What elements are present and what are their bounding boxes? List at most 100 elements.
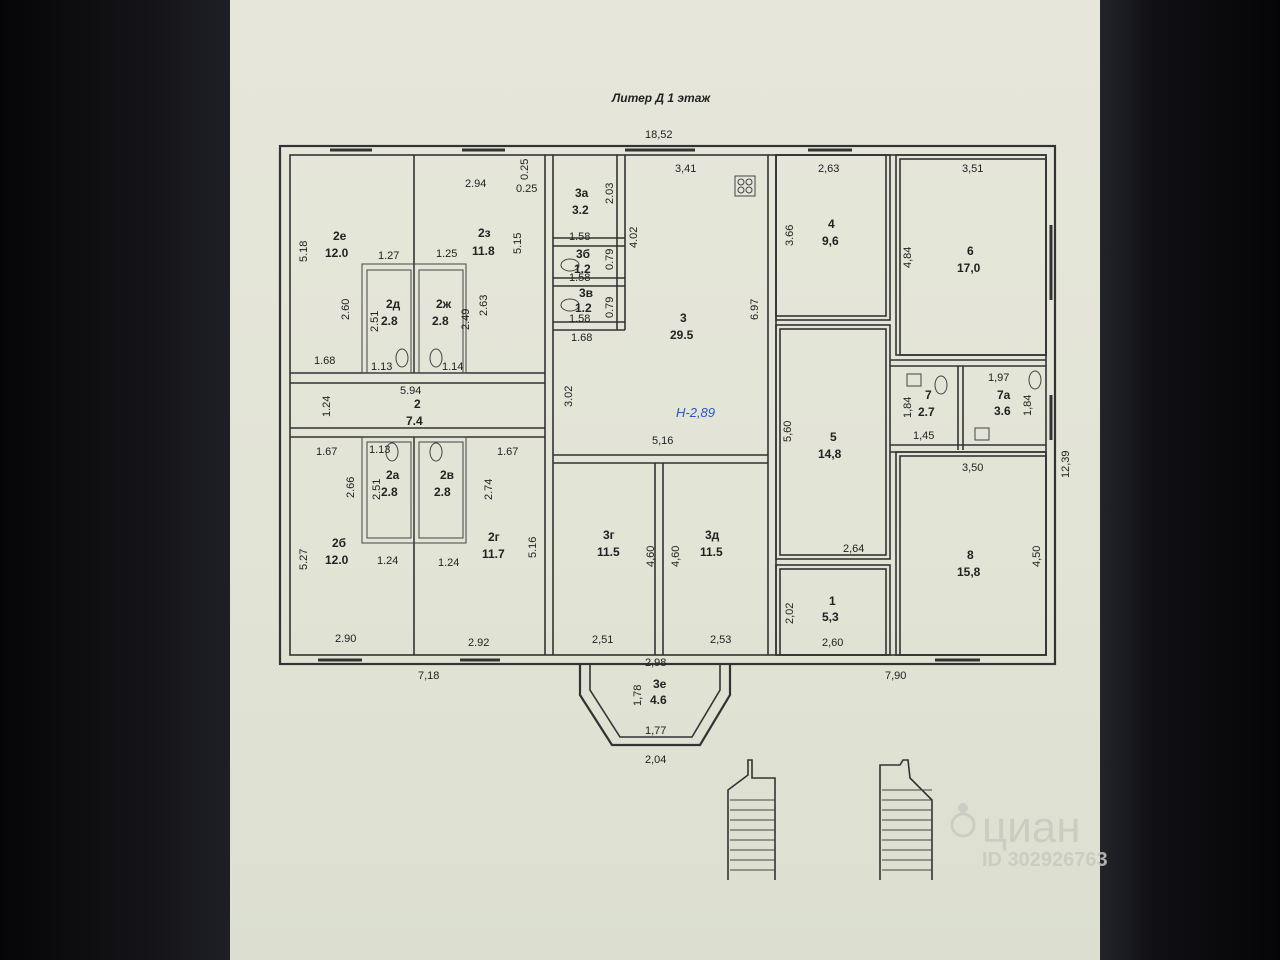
room-labels: 2е 12.0 2з 11.8 2д 2.8 2ж 2.8 2 7.4 2а 2… xyxy=(325,186,1011,707)
watermark-brand: циан xyxy=(982,803,1081,852)
dim: 1,84 xyxy=(1022,395,1034,416)
room-area: 11.5 xyxy=(700,545,723,559)
dim: 2.66 xyxy=(345,477,357,498)
room-label: 3г xyxy=(603,528,615,542)
dim: 0.79 xyxy=(604,249,616,270)
dim: 2,98 xyxy=(645,657,666,669)
dim: 5,60 xyxy=(782,421,794,442)
dim: 5.27 xyxy=(298,549,310,570)
dim: 2.74 xyxy=(483,479,495,500)
room-area: 2.8 xyxy=(381,314,398,328)
room-label: 3б xyxy=(576,247,590,261)
dim: 2,02 xyxy=(784,603,796,624)
dim: 3,50 xyxy=(962,462,983,474)
dim-right-height: 12,39 xyxy=(1060,450,1072,478)
windows xyxy=(318,148,1053,662)
room-area: 2.8 xyxy=(432,314,449,328)
dim: 1.25 xyxy=(436,248,457,260)
room-label: 8 xyxy=(967,548,974,562)
room-area: 2.8 xyxy=(434,485,451,499)
dim: 1,45 xyxy=(913,430,934,442)
dim: 2,53 xyxy=(710,634,731,646)
room-area: 11.8 xyxy=(472,244,495,258)
dim: 2.60 xyxy=(340,299,352,320)
dim: 2.51 xyxy=(371,479,383,500)
dim: 1.58 xyxy=(569,272,590,284)
dim: 1,77 xyxy=(645,725,666,737)
dim: 0.25 xyxy=(516,183,537,195)
room-area: 11.5 xyxy=(597,545,620,559)
room-area: 1.2 xyxy=(575,301,592,315)
dim: 5.18 xyxy=(298,241,310,262)
dim: 1.24 xyxy=(321,396,333,417)
room-area: 3.2 xyxy=(572,203,589,217)
dim: 5.94 xyxy=(400,385,421,397)
room-label: 3д xyxy=(705,528,720,542)
room-label: 2а xyxy=(386,468,400,482)
room-label: 2 xyxy=(414,397,421,411)
room-label: 2ж xyxy=(436,297,452,311)
room-label: 2д xyxy=(386,297,401,311)
room-label: 5 xyxy=(830,430,837,444)
dim: 3.66 xyxy=(784,225,796,246)
room-label: 2в xyxy=(440,468,454,482)
dim: 1,97 xyxy=(988,372,1009,384)
dim: 2,64 xyxy=(843,543,864,555)
dim: 1,84 xyxy=(902,397,914,418)
room-label: 4 xyxy=(828,217,835,231)
plan-title: Литер Д 1 этаж xyxy=(611,91,711,105)
room-label: 2б xyxy=(332,536,346,550)
room-area: 15,8 xyxy=(957,565,981,579)
dim: 0.25 xyxy=(519,159,531,180)
room-label: 6 xyxy=(967,244,974,258)
dim: 1.68 xyxy=(571,332,592,344)
cian-watermark: циан ID 302926763 xyxy=(950,803,1108,871)
room-label: 7 xyxy=(925,388,932,402)
monitor-bezel-right xyxy=(1100,0,1280,960)
room-area: 4.6 xyxy=(650,693,667,707)
dim: 3.02 xyxy=(563,386,575,407)
dim: 2.92 xyxy=(468,637,489,649)
dim: 1.68 xyxy=(314,355,335,367)
dim: 1.14 xyxy=(442,361,463,373)
dim: 1.24 xyxy=(438,557,459,569)
room-area: 2.7 xyxy=(918,405,935,419)
dim: 5,16 xyxy=(652,435,673,447)
room-label: 7а xyxy=(997,388,1011,402)
room-area: 2.8 xyxy=(381,485,398,499)
ceiling-height-label: Н-2,89 xyxy=(676,405,715,420)
room-label: 3 xyxy=(680,311,687,325)
room-label: 2з xyxy=(478,226,491,240)
dim: 2.49 xyxy=(460,309,472,330)
dim: 4,60 xyxy=(645,546,657,567)
dim: 4,84 xyxy=(902,247,914,268)
plumbing-symbols xyxy=(385,175,1042,462)
dim: 4,60 xyxy=(670,546,682,567)
dim: 1.24 xyxy=(377,555,398,567)
dim: 4,50 xyxy=(1031,546,1043,567)
room-area: 12.0 xyxy=(325,246,349,260)
room-area: 9,6 xyxy=(822,234,839,248)
dim: 6.97 xyxy=(749,299,761,320)
dimension-labels: 2.94 0.25 0.25 3,41 2,63 3,51 5.18 1.27 … xyxy=(298,159,1072,766)
dim-bottom-right: 7,90 xyxy=(885,670,906,682)
dim-top-width: 18,52 xyxy=(645,129,673,141)
dim: 1.67 xyxy=(316,446,337,458)
dim: 5.16 xyxy=(527,537,539,558)
dim: 2.51 xyxy=(369,311,381,332)
dim: 2,51 xyxy=(592,634,613,646)
room-area: 1.2 xyxy=(574,262,591,276)
dim: 1.58 xyxy=(569,231,590,243)
dim: 2.03 xyxy=(604,183,616,204)
room-label: 3е xyxy=(653,677,667,691)
partitions xyxy=(290,154,1047,747)
room-label: 2е xyxy=(333,229,347,243)
stairs-left xyxy=(727,759,776,880)
dim: 0.79 xyxy=(604,297,616,318)
room-label: 3а xyxy=(575,186,589,200)
dim: 2,04 xyxy=(645,754,666,766)
monitor-bezel-left xyxy=(0,0,230,960)
dim: 1,78 xyxy=(632,685,644,706)
